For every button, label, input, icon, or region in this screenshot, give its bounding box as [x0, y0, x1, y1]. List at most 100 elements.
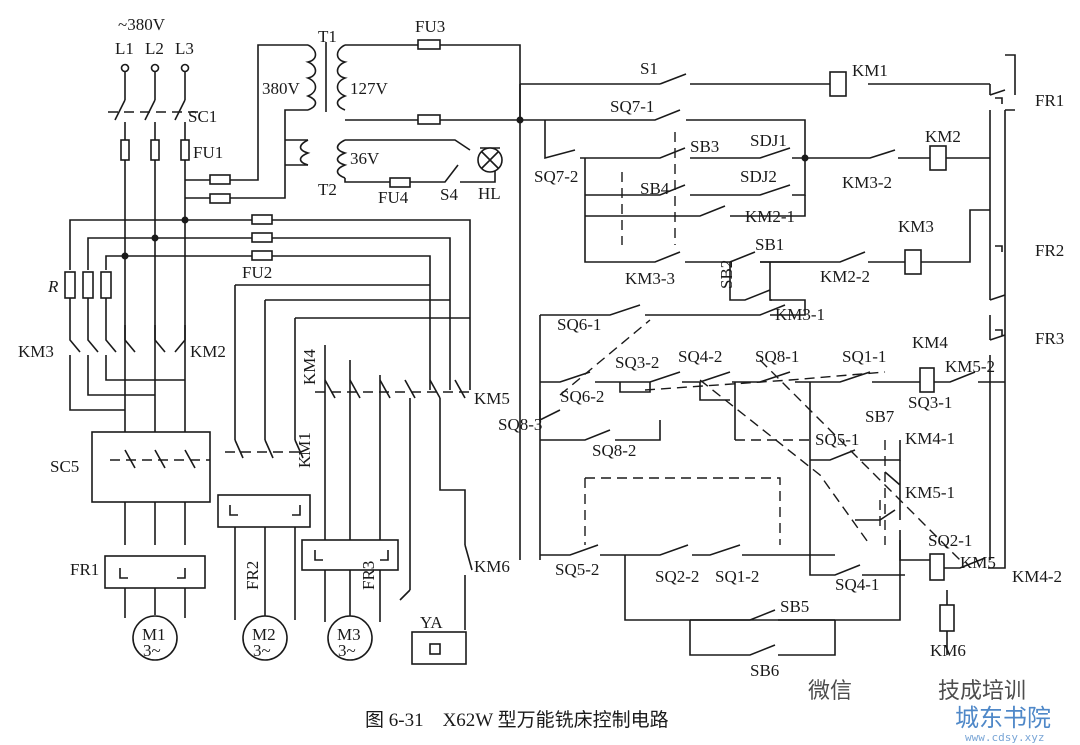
coil-km3-label: KM3	[898, 217, 934, 236]
coil-km1-label: KM1	[852, 61, 888, 80]
sb3-label: SB3	[690, 137, 719, 156]
motor-m2-label: M2	[252, 625, 276, 644]
fr2-power-label: FR2	[243, 561, 262, 590]
watermark-wechat: 微信	[808, 679, 852, 704]
sb5-label: SB5	[780, 597, 809, 616]
fr1-power-label: FR1	[70, 560, 99, 579]
km5-2-label: KM5-2	[945, 357, 995, 376]
resistor-label: R	[47, 277, 59, 296]
motor-m1: M1 3~	[124, 588, 186, 661]
overload-contacts: FR1 FR2 FR3	[989, 89, 1064, 348]
spindle-control-network: SQ7-1 SQ7-2 SB3 SDJ1 SB4 SDJ2 KM2-1 KM3-…	[520, 97, 990, 245]
sq6-1-label: SQ6-1	[557, 315, 601, 334]
switch-s1: S1	[640, 59, 687, 85]
thermal-relay-fr1: FR1	[70, 555, 206, 589]
sq1-1-label: SQ1-1	[842, 347, 886, 366]
brake-ya-label: YA	[420, 613, 443, 632]
terminal-l2	[150, 63, 160, 73]
m3-branch: KM4 KM5 M3 3~ FR3	[300, 345, 510, 661]
sb4-label: SB4	[640, 179, 670, 198]
fu4-label: FU4	[378, 188, 409, 207]
main-switch-sc1: SC1	[108, 72, 217, 140]
coil-km4-label: KM4	[912, 333, 948, 352]
sc1-label: SC1	[188, 107, 217, 126]
watermark-url: www.cdsy.xyz	[965, 731, 1044, 744]
t2-label: T2	[318, 180, 337, 199]
motor-m3-label: M3	[337, 625, 361, 644]
km2-power-label: KM2	[190, 342, 226, 361]
transformer-t2: 36V T2 FU4 S4 HL	[285, 139, 503, 207]
sq4-1-label: SQ4-1	[835, 575, 879, 594]
watermark-site: 城东书院	[955, 704, 1051, 732]
coil-km1: KM1	[829, 61, 888, 97]
fr2-contact-label: FR2	[1035, 241, 1064, 260]
resistor-r: R	[47, 271, 112, 325]
km5-contact-label: KM5	[960, 553, 996, 572]
lamp-hl-label: HL	[478, 184, 501, 203]
m2-branch: KM1 M2 3~ FR2	[217, 284, 470, 661]
feed-motion-network: SQ6-1 SQ6-2 SQ3-2 SQ4-2 SQ8-1 SQ1-1 KM4 …	[498, 110, 1062, 680]
sq6-2-label: SQ6-2	[560, 387, 604, 406]
km3-km2-power-contacts: KM3 KM2	[18, 325, 226, 411]
sq4-2-label: SQ4-2	[678, 347, 722, 366]
km5-power-label: KM5	[474, 389, 510, 408]
km5-1-label: KM5-1	[905, 483, 955, 502]
watermark-account: 技成培训	[938, 679, 1026, 704]
fu2-label: FU2	[242, 263, 272, 282]
fr3-power-label: FR3	[359, 561, 378, 590]
fr3-contact-label: FR3	[1035, 329, 1064, 348]
sq3-2-label: SQ3-2	[615, 353, 659, 372]
watermark: 微信 技成培训 城东书院 www.cdsy.xyz	[808, 679, 1051, 744]
sc5-label: SC5	[50, 457, 79, 476]
svg-text:3~: 3~	[253, 641, 271, 660]
transformer-t1: T1 380V 127V FU3	[262, 17, 521, 125]
supply-voltage-label: ~380V	[118, 15, 166, 34]
sdj2-label: SDJ2	[740, 167, 777, 186]
sb6-label: SB6	[750, 661, 779, 680]
t1-secondary-voltage: 127V	[350, 79, 389, 98]
km4-power-label: KM4	[300, 349, 319, 385]
km3-3-label: KM3-3	[625, 269, 675, 288]
coil-km6-label: KM6	[930, 641, 966, 660]
t1-label: T1	[318, 27, 337, 46]
s1-label: S1	[640, 59, 658, 78]
sq8-3-label: SQ8-3	[498, 415, 542, 434]
sq7-2-label: SQ7-2	[534, 167, 578, 186]
transformer-t1-feed	[185, 44, 308, 204]
sq2-2-label: SQ2-2	[655, 567, 699, 586]
sq7-1-label: SQ7-1	[610, 97, 654, 116]
km1-power-label: KM1	[295, 432, 314, 468]
phase-l2-label: L2	[145, 39, 164, 58]
sq8-2-label: SQ8-2	[592, 441, 636, 460]
sq1-2-label: SQ1-2	[715, 567, 759, 586]
supply-header: ~380V L1 L2 L3	[115, 15, 194, 73]
fr1-contact-label: FR1	[1035, 91, 1064, 110]
km6-power-label: KM6	[474, 557, 510, 576]
t1-primary-voltage: 380V	[262, 79, 301, 98]
switch-sc5: SC5	[50, 431, 211, 503]
mechanical-links	[559, 319, 961, 561]
brake-ya: KM6 YA	[399, 544, 510, 665]
sb7-label: SB7	[865, 407, 895, 426]
km3-2-label: KM3-2	[842, 173, 892, 192]
svg-text:3~: 3~	[143, 641, 161, 660]
sb2-label: SB2	[717, 260, 736, 289]
terminal-l1	[120, 63, 130, 73]
sq5-2-label: SQ5-2	[555, 560, 599, 579]
km3-power-label: KM3	[18, 342, 54, 361]
fu3-label: FU3	[415, 17, 445, 36]
fu1-label: FU1	[193, 143, 223, 162]
sq3-1-label: SQ3-1	[908, 393, 952, 412]
km4-2-label: KM4-2	[1012, 567, 1062, 586]
sdj1-label: SDJ1	[750, 131, 787, 150]
sq8-1-label: SQ8-1	[755, 347, 799, 366]
phase-l3-label: L3	[175, 39, 194, 58]
motor-m1-label: M1	[142, 625, 166, 644]
km2-2-label: KM2-2	[820, 267, 870, 286]
sb1-label: SB1	[755, 235, 784, 254]
t2-secondary-voltage: 36V	[350, 149, 380, 168]
fuse-fu1: FU1	[120, 139, 223, 162]
svg-text:3~: 3~	[338, 641, 356, 660]
km2-1-label: KM2-1	[745, 207, 795, 226]
